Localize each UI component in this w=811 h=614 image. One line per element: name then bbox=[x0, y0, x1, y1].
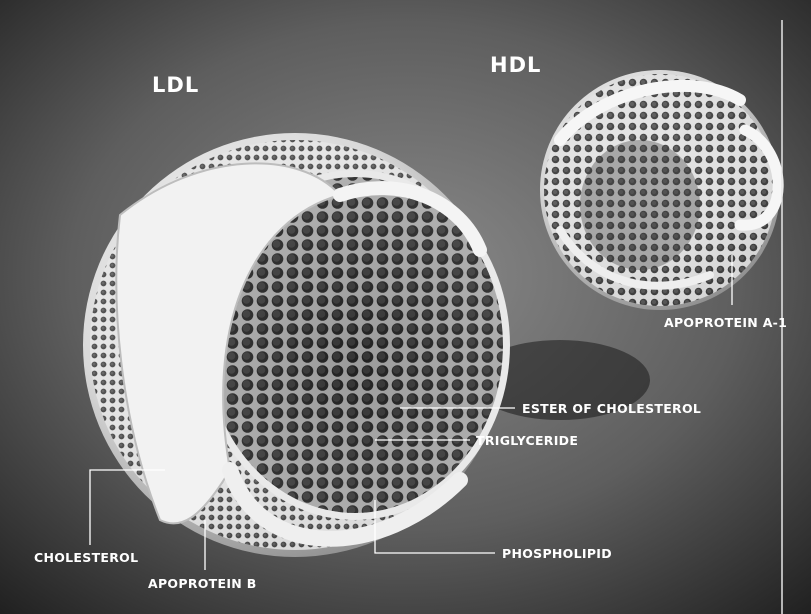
apoprotein-b-label: APOPROTEIN B bbox=[148, 576, 257, 591]
hdl-title: HDL bbox=[490, 53, 541, 77]
cholesterol-label: CHOLESTEROL bbox=[34, 550, 138, 565]
hdl-particle bbox=[540, 70, 780, 310]
phospholipid-label: PHOSPHOLIPID bbox=[502, 546, 612, 561]
ester-of-cholesterol-label: ESTER OF CHOLESTEROL bbox=[522, 401, 701, 416]
triglyceride-label: TRIGLYCERIDE bbox=[476, 433, 578, 448]
ldl-particle bbox=[83, 133, 510, 557]
ldl-title: LDL bbox=[152, 73, 199, 97]
apoprotein-a1-label: APOPROTEIN A-1 bbox=[664, 315, 787, 330]
